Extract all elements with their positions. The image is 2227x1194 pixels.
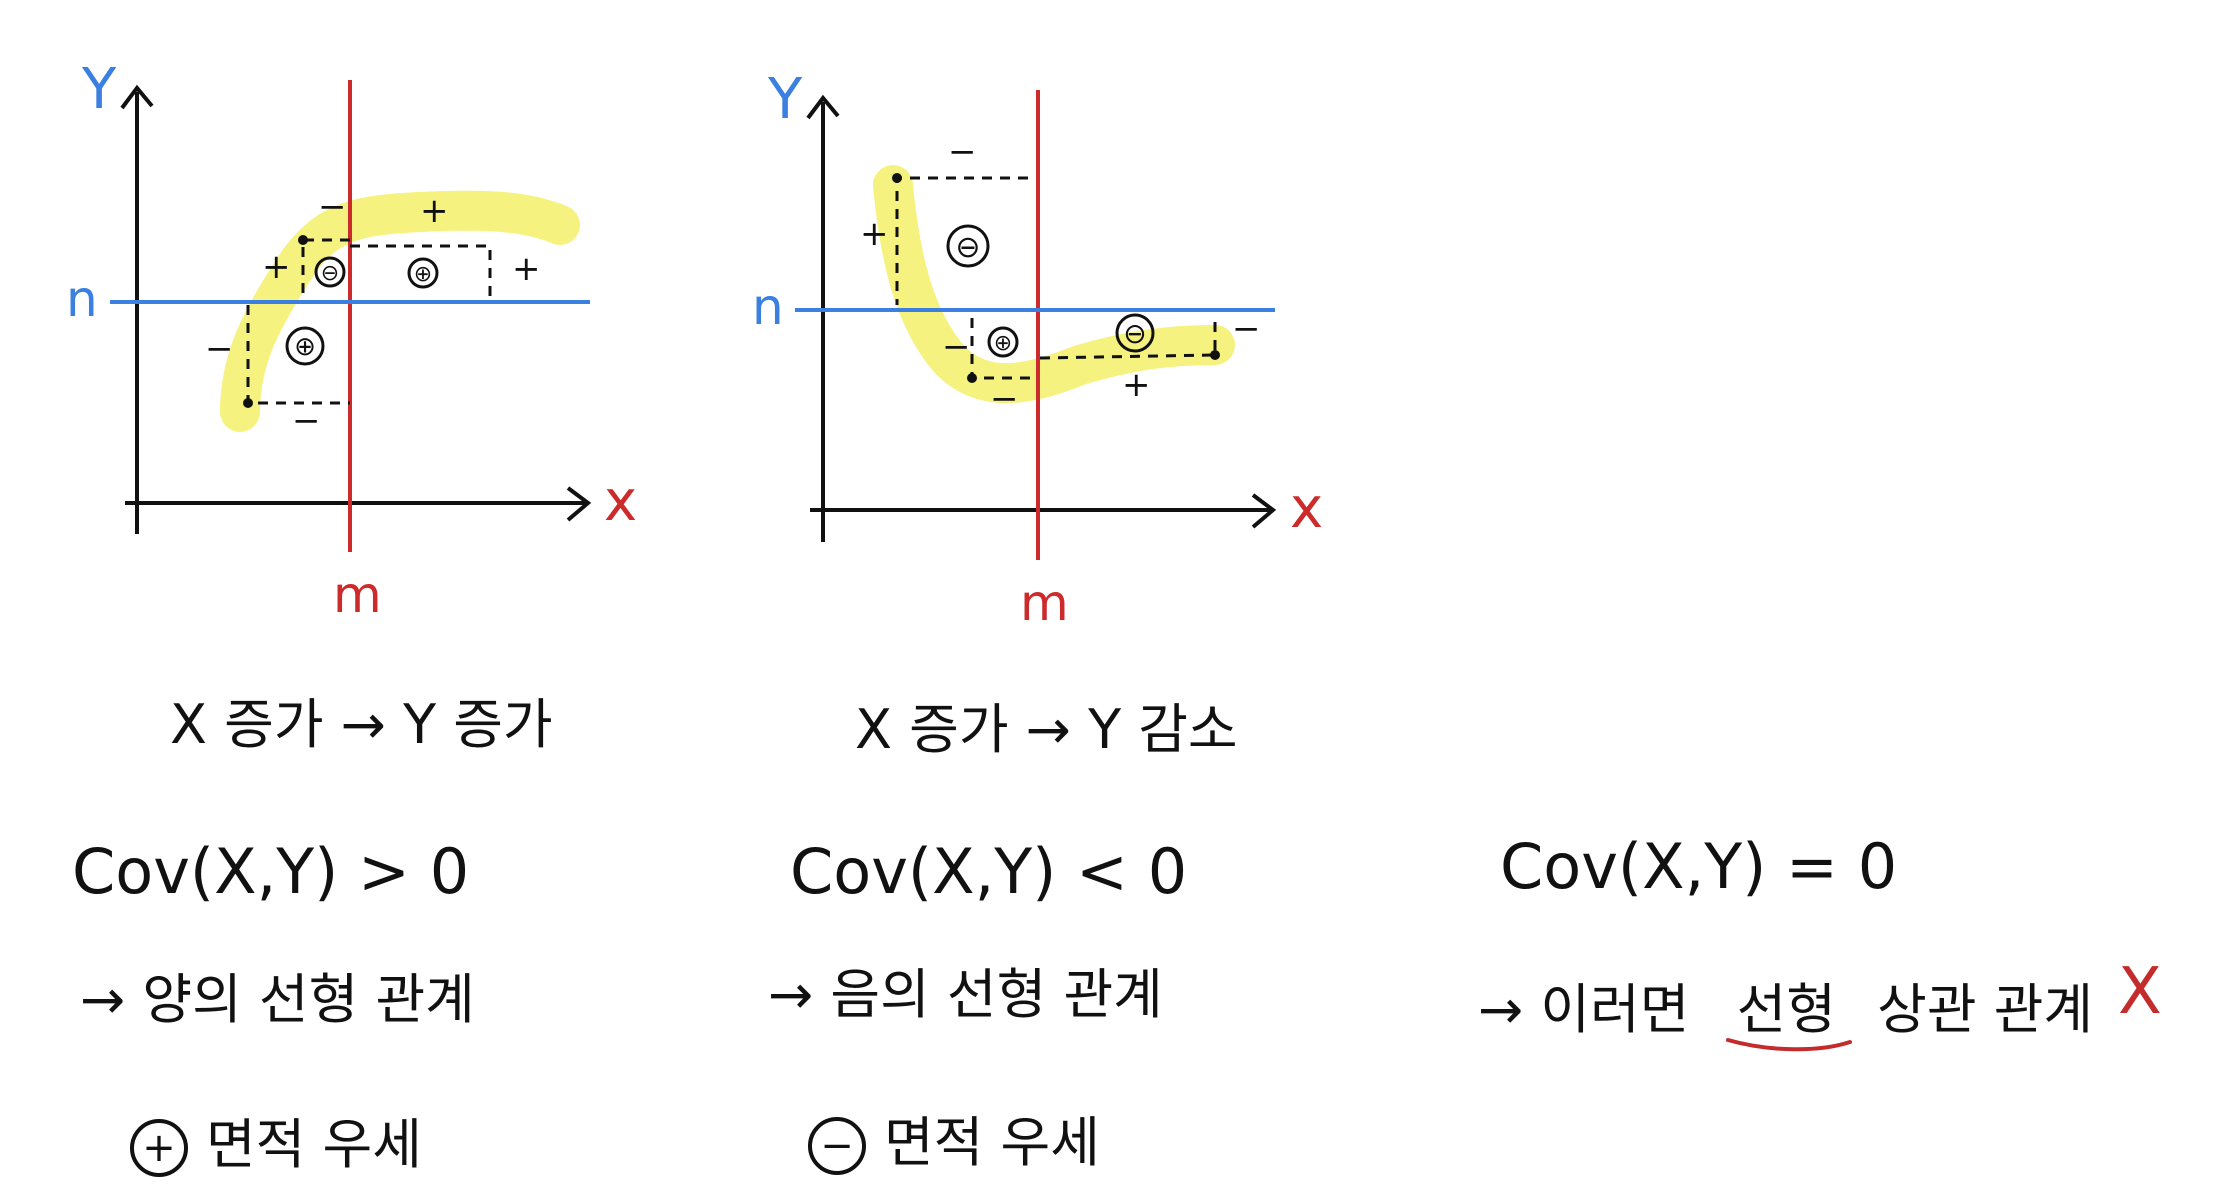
- covariance-formula: Cov(X,Y) < 0: [790, 835, 1188, 908]
- mean-y-label: n: [752, 278, 784, 336]
- area-sign: +: [130, 1119, 188, 1178]
- data-point: [892, 173, 902, 183]
- region-marks: [285, 256, 439, 366]
- region-sign: ⊕: [414, 262, 432, 287]
- sign-mark: +: [860, 214, 889, 254]
- sign-mark: −: [948, 132, 977, 172]
- mean-y-label: n: [66, 270, 98, 328]
- x-axis-label: x: [1290, 476, 1323, 541]
- area-sign: −: [808, 1117, 866, 1176]
- mean-x-label: m: [333, 566, 382, 624]
- relation-underlined: 선형: [1736, 978, 1836, 1041]
- y-axis-label: Y: [767, 67, 803, 132]
- data-point: [298, 235, 308, 245]
- y-axis-arrow: [806, 94, 840, 120]
- mean-x-label: m: [1020, 574, 1069, 632]
- relation-prefix: → 이러면: [1478, 978, 1690, 1041]
- relation-text: → 이러면 선형 상관 관계: [1478, 965, 2093, 1044]
- sign-mark: −: [318, 187, 347, 227]
- x-axis-arrow: [566, 486, 592, 522]
- graph-caption: X 증가 → Y 증가: [170, 693, 553, 756]
- region-sign: ⊕: [294, 332, 316, 362]
- data-point: [967, 373, 977, 383]
- sign-mark: −: [1232, 309, 1261, 349]
- sign-mark: +: [420, 191, 449, 231]
- area-note: −면적 우세: [808, 1098, 1100, 1177]
- x-axis-arrow: [1251, 493, 1277, 529]
- data-point: [243, 398, 253, 408]
- region-sign: ⊖: [321, 261, 339, 286]
- graph-negative: ⊖ ⊕ ⊖ − + − − + − Y x m n: [752, 67, 1323, 632]
- area-text: 면적 우세: [206, 1113, 422, 1176]
- area-note: + 면적 우세: [130, 1100, 422, 1179]
- sign-mark: +: [512, 249, 541, 289]
- covariance-formula: Cov(X,Y) > 0: [72, 835, 470, 908]
- area-text: 면적 우세: [884, 1111, 1100, 1174]
- relation-suffix: 상관 관계: [1877, 978, 2094, 1041]
- y-axis-arrow: [120, 84, 154, 110]
- data-point: [1210, 350, 1220, 360]
- region-marks: [946, 224, 1155, 358]
- sign-mark: −: [990, 379, 1019, 419]
- dashed-rect-lower-right: [1039, 318, 1217, 360]
- highlight-curve: [220, 190, 580, 432]
- sign-mark: −: [205, 329, 234, 369]
- x-axis-label: x: [604, 469, 637, 534]
- sign-mark: +: [262, 247, 291, 287]
- y-axis-label: Y: [81, 57, 117, 122]
- graph-positive: ⊖ ⊕ ⊕ − + + + − − Y x m n: [66, 57, 637, 624]
- sign-mark: −: [292, 401, 321, 441]
- underline-mark: [1726, 1038, 1852, 1052]
- region-sign: ⊖: [955, 230, 980, 265]
- sign-mark: +: [1122, 365, 1151, 405]
- relation-text: → 음의 선형 관계: [768, 963, 1163, 1026]
- sign-mark: −: [942, 327, 971, 367]
- relation-text: → 양의 선형 관계: [80, 968, 475, 1031]
- region-sign: ⊖: [1123, 317, 1146, 350]
- region-sign: ⊕: [994, 331, 1012, 356]
- covariance-formula: Cov(X,Y) = 0: [1500, 830, 1898, 903]
- graph-caption: X 증가 → Y 감소: [855, 698, 1238, 761]
- cross-mark: X: [2118, 955, 2162, 1029]
